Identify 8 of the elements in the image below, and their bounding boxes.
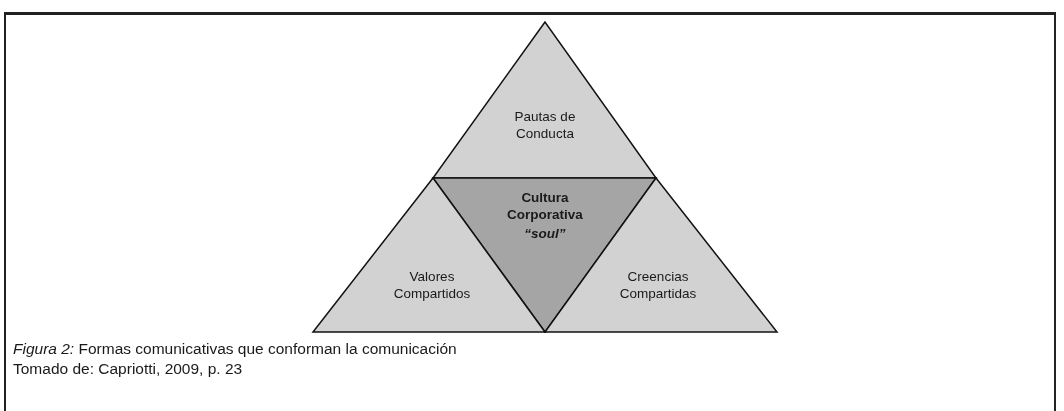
center-subtitle: “soul” [523, 225, 567, 242]
center-label: Cultura Corporativa [506, 189, 584, 223]
segment-label: Pautas de Conducta [513, 108, 577, 142]
figure-caption: Figura 2: Formas comunicativas que conforman la comunicación [13, 340, 457, 358]
segment-label: Creencias Compartidas [618, 268, 698, 302]
segment-label: Valores Compartidos [392, 268, 472, 302]
triangle-segment [433, 22, 656, 178]
source-note: Tomado de: Capriotti, 2009, p. 23 [13, 360, 243, 378]
